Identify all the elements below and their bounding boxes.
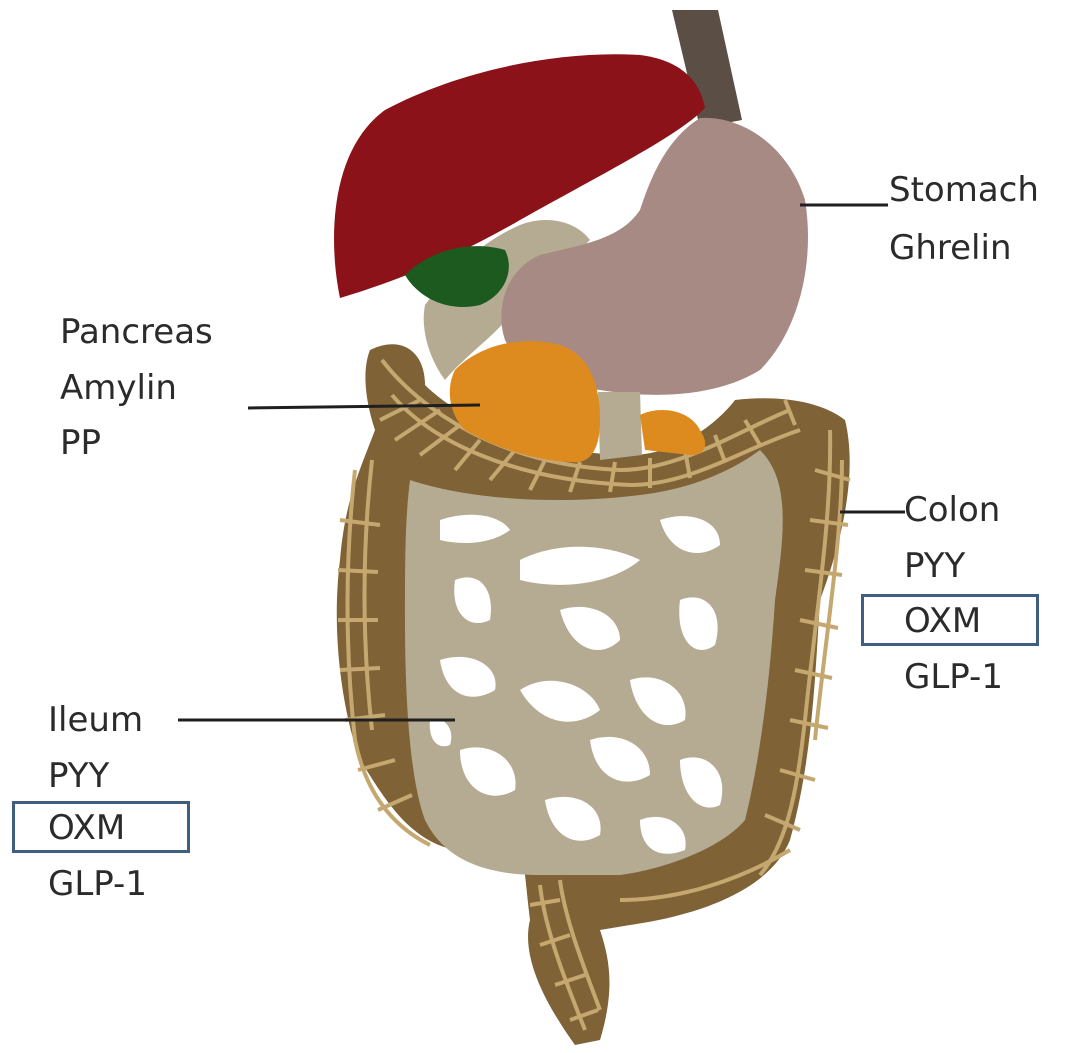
- colon-hormone-oxm: OXM: [904, 601, 981, 641]
- pylorus: [598, 392, 642, 460]
- pancreas-label: Pancreas: [60, 312, 213, 352]
- colon-label: Colon: [904, 490, 1000, 530]
- ileum-hormone-oxm: OXM: [48, 808, 125, 848]
- colon-hormone-glp1: GLP-1: [904, 657, 1003, 697]
- stomach-label: Stomach: [889, 170, 1039, 210]
- stomach-hormone-ghrelin: Ghrelin: [889, 228, 1012, 268]
- ileum-label: Ileum: [48, 700, 143, 740]
- ileum-hormone-glp1: GLP-1: [48, 864, 147, 904]
- ileum-hormone-pyy: PYY: [48, 756, 109, 796]
- pancreas-hormone-amylin: Amylin: [60, 368, 177, 408]
- pancreas-hormone-pp: PP: [60, 423, 101, 463]
- colon-hormone-pyy: PYY: [904, 546, 965, 586]
